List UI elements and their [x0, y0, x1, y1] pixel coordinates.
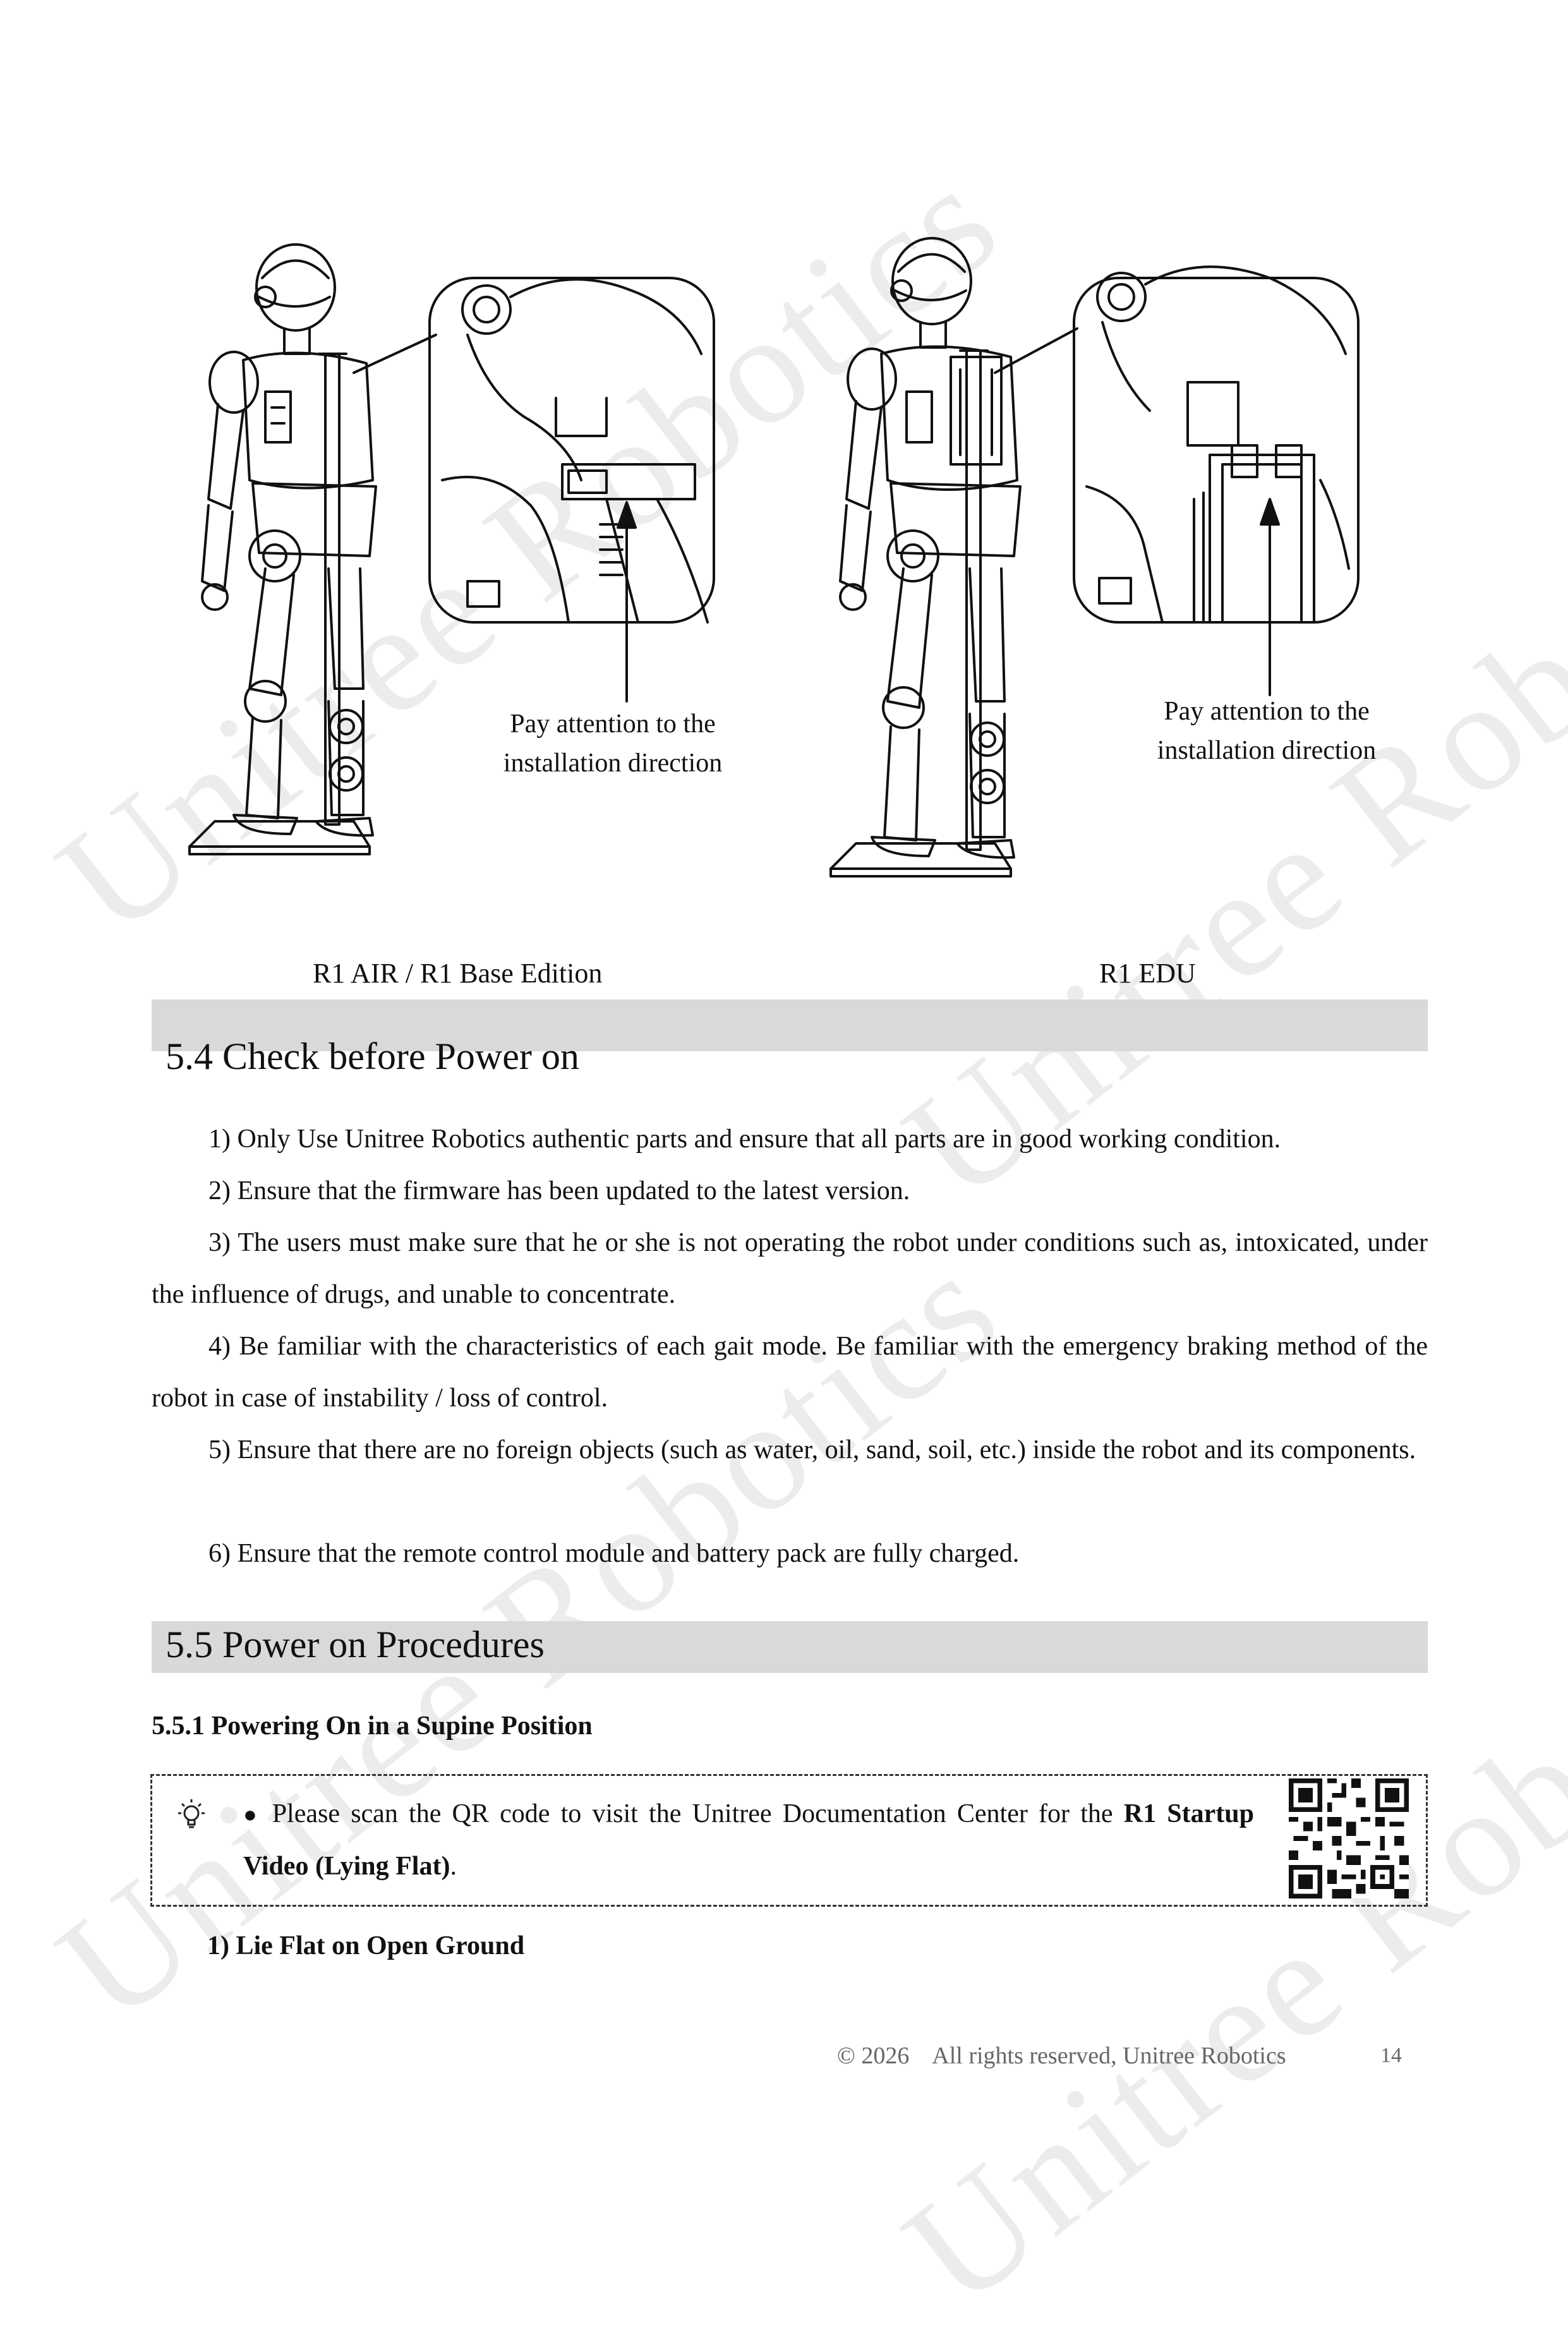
- caption-left: Pay attention to the installation direct…: [503, 709, 723, 778]
- step-1-heading: 1) Lie Flat on Open Ground: [207, 1931, 525, 1960]
- check-item-3: 3) The users must make sure that he or s…: [152, 1228, 1428, 1309]
- robot-right-illustration: [829, 237, 1022, 878]
- section-title-5-5: 5.5 Power on Procedures: [166, 1624, 545, 1665]
- robot-installation-figure: [188, 237, 1360, 878]
- section-bar-5-5: [152, 1621, 1428, 1673]
- figure-label-left: R1 AIR / R1 Base Edition: [313, 958, 603, 989]
- bullet-icon: ●: [243, 1802, 262, 1827]
- zoom-detail-left: [441, 278, 709, 624]
- footer-copyright: © 2026 All rights reserved, Unitree Robo…: [837, 2043, 1286, 2069]
- lightbulb-icon: [178, 1799, 205, 1828]
- check-item-4: 4) Be familiar with the characteristics …: [152, 1332, 1428, 1413]
- check-item-6: 6) Ensure that the remote control module…: [208, 1539, 1020, 1568]
- check-item-5: 5) Ensure that there are no foreign obje…: [208, 1435, 1416, 1464]
- qr-code[interactable]: [1289, 1778, 1409, 1898]
- caption-right: Pay attention to the installation direct…: [1157, 697, 1377, 765]
- subsection-title-5-5-1: 5.5.1 Powering On in a Supine Position: [152, 1711, 593, 1741]
- check-item-1: 1) Only Use Unitree Robotics authentic p…: [208, 1125, 1281, 1154]
- zoom-box-left: [428, 277, 715, 624]
- robot-left-illustration: [188, 243, 377, 855]
- check-item-2: 2) Ensure that the firmware has been upd…: [208, 1176, 910, 1205]
- tip-box: [150, 1774, 1428, 1907]
- zoom-box-right: [1073, 277, 1360, 624]
- page-number: 14: [1380, 2044, 1402, 2067]
- tip-bold-text: R1 Startup Video (Lying Flat): [243, 1799, 1254, 1881]
- section-bar-5-4: [152, 999, 1428, 1051]
- zoom-detail-right: [1085, 265, 1350, 624]
- figure-label-right: R1 EDU: [1099, 958, 1196, 989]
- tip-text: ● Please scan the QR code to visit the U…: [243, 1799, 1254, 1881]
- section-title-5-4: 5.4 Check before Power on: [166, 1035, 579, 1077]
